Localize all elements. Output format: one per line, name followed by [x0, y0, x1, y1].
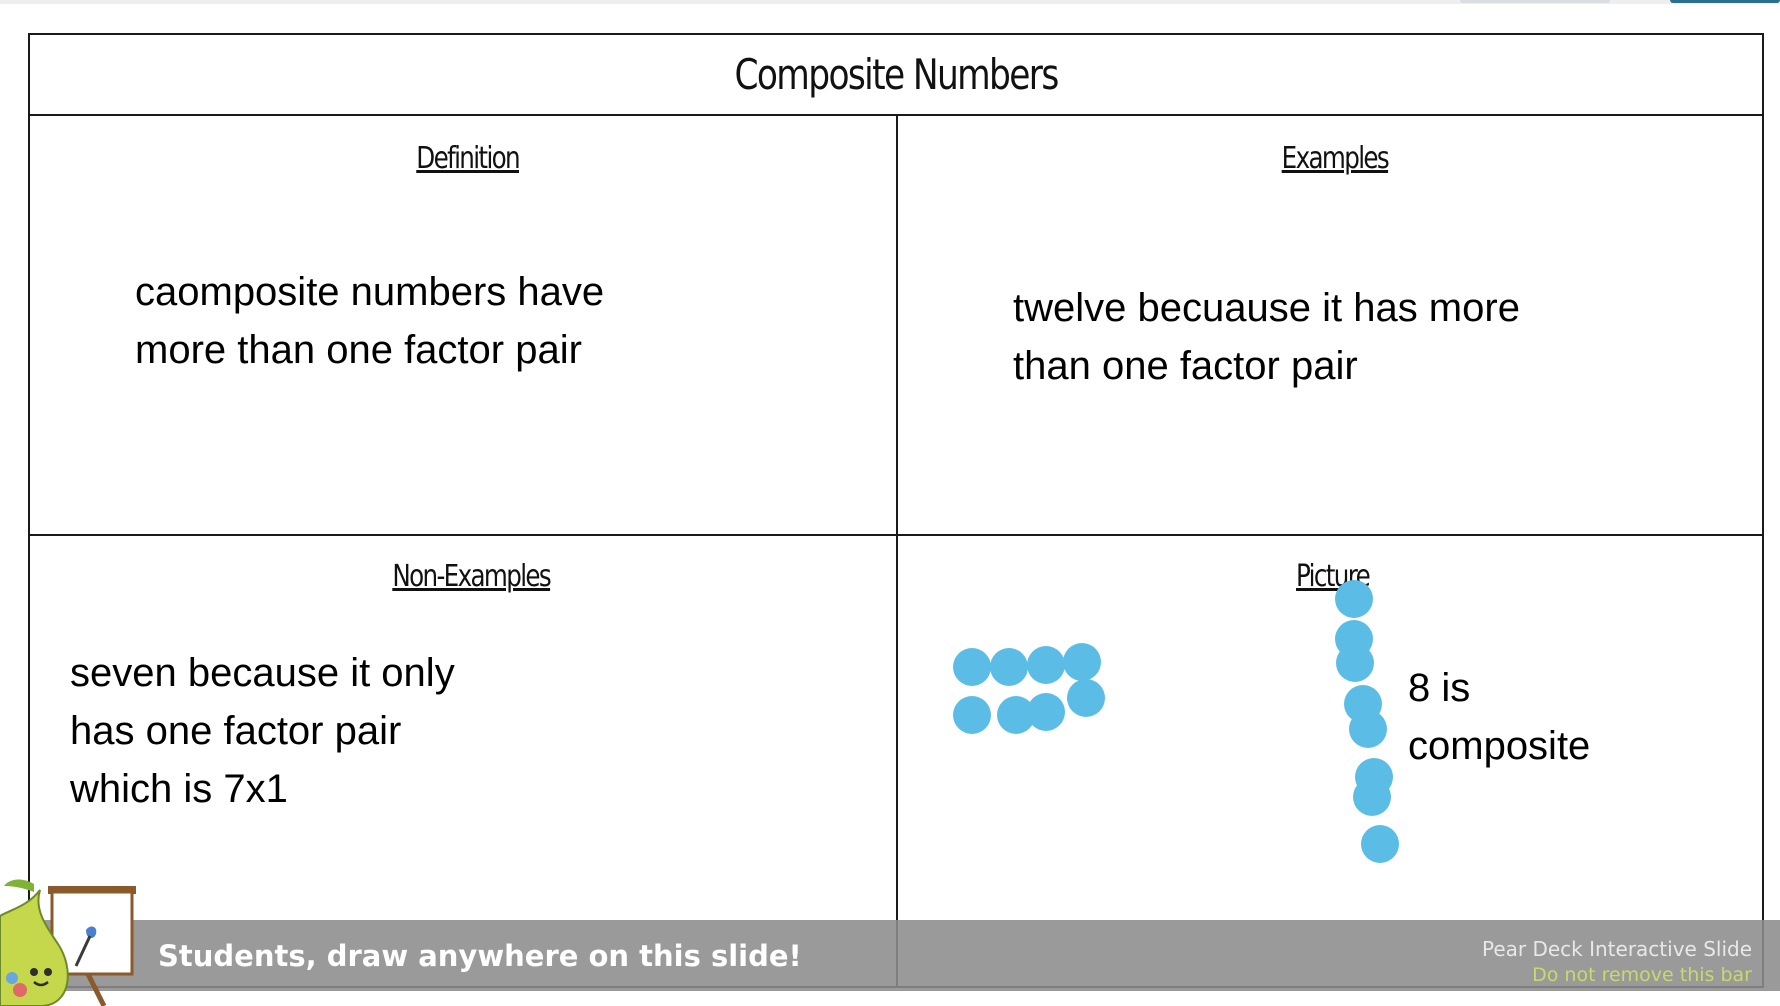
non-examples-heading: Non-Examples [392, 559, 551, 594]
drawn-dot [953, 648, 991, 686]
non-examples-line: which is 7x1 [70, 767, 288, 811]
drawn-dot [1335, 580, 1373, 618]
non-examples-line: has one factor pair [70, 709, 402, 753]
picture-line: composite [1408, 724, 1591, 768]
peardeck-bar-note: Do not remove this bar [1532, 964, 1752, 986]
examples-text: twelve becuause it has more than one fac… [1013, 279, 1520, 395]
definition-heading: Definition [416, 141, 520, 176]
pear-painter-icon [0, 879, 136, 1006]
paintbrush-handle [74, 935, 92, 967]
pear-leaf [4, 879, 34, 892]
drawn-dot [1336, 644, 1374, 682]
examples-heading: Examples [1281, 141, 1390, 176]
top-tab-indicator [1460, 0, 1610, 3]
top-tab-indicator-active [1670, 0, 1780, 3]
non-examples-line: seven because it only [70, 651, 455, 695]
easel-leg [85, 972, 107, 1006]
easel-top [48, 886, 136, 894]
pear-eye [30, 968, 38, 976]
drawn-dot [1353, 778, 1391, 816]
slide-title: Composite Numbers [734, 50, 1059, 99]
drawn-dot [990, 648, 1028, 686]
peardeck-draw-prompt: Students, draw anywhere on this slide! [158, 939, 802, 973]
peardeck-bar: Students, draw anywhere on this slide! P… [28, 920, 1780, 991]
non-examples-text: seven because it only has one factor pai… [70, 644, 455, 818]
drawn-dot [1349, 710, 1387, 748]
title-row: Composite Numbers [30, 35, 1762, 116]
picture-line: 8 is [1408, 666, 1471, 710]
horizontal-divider [30, 534, 1762, 536]
drawn-dot [1027, 646, 1065, 684]
examples-line: than one factor pair [1013, 344, 1358, 388]
drawn-dot [1067, 679, 1105, 717]
palette-dot [13, 983, 27, 997]
drawn-dot [1027, 693, 1065, 731]
frayer-model-chart: Composite Numbers Definition caomposite … [28, 33, 1764, 988]
drawn-dot [1361, 825, 1399, 863]
pear-eye [44, 968, 52, 976]
definition-line: caomposite numbers have [135, 270, 605, 314]
peardeck-slide-label: Pear Deck Interactive Slide [1481, 937, 1752, 961]
vertical-divider [896, 116, 898, 988]
pear-smile [33, 981, 49, 987]
browser-top-strip [0, 0, 1780, 4]
examples-line: twelve becuause it has more [1013, 286, 1520, 330]
drawn-dot [1063, 643, 1101, 681]
definition-text: caomposite numbers have more than one fa… [135, 263, 604, 379]
palette-dot [6, 972, 18, 984]
picture-text: 8 is composite [1408, 659, 1590, 775]
paintbrush-tip [86, 926, 97, 939]
definition-line: more than one factor pair [135, 328, 582, 372]
drawn-dot [953, 696, 991, 734]
